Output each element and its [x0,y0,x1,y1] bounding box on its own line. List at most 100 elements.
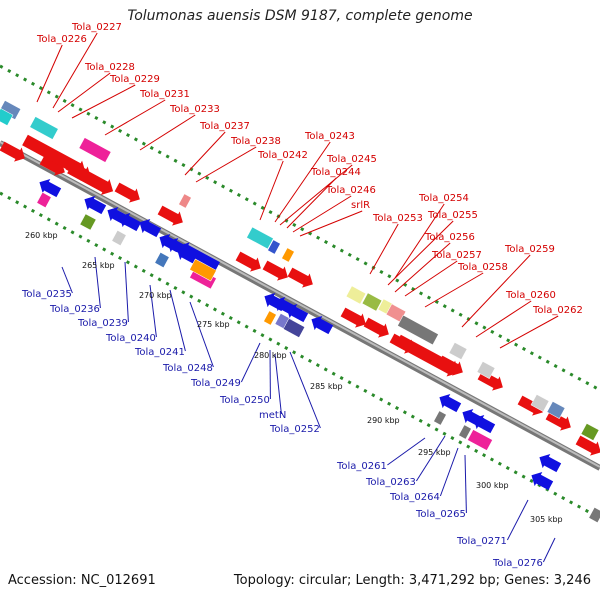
gene-label-forward: Tola_0256 [424,232,475,243]
feature-box [345,285,367,305]
feature-box [281,247,295,263]
label-leader [387,437,426,466]
label-leader [104,99,166,136]
label-leader [394,242,451,293]
gene-label-forward: Tola_0229 [109,74,160,85]
gene-label-reverse: Tola_0265 [415,509,466,520]
gene-label-forward: Tola_0226 [36,34,87,45]
forward-gene-arrow [67,162,114,195]
gene-label-reverse: metN [259,410,286,421]
label-leader [61,266,73,294]
label-leader [52,32,98,109]
gene-label-reverse: Tola_0235 [21,289,72,300]
label-leader [299,210,363,237]
label-leader [439,447,459,497]
label-leader [415,435,446,482]
gc-track-upper [0,64,600,392]
reverse-gene-arrow [139,219,162,238]
feature-box [78,137,112,163]
label-leader [279,164,353,226]
forward-gene-arrow [363,317,389,338]
gene-label-forward: Tola_0254 [418,193,469,204]
genome-backbone-highlight [0,141,600,468]
scale-tick-label: 290 kbp [367,416,400,425]
reverse-gene-arrow [539,454,562,473]
label-leader [189,301,214,368]
gene-label-reverse: Tola_0249 [190,378,241,389]
reverse-gene-arrow [311,316,334,335]
forward-gene-arrow [22,134,86,177]
gene-label-forward: Tola_0258 [457,262,508,273]
label-leader [195,146,257,183]
feature-box [448,342,468,360]
gene-label-reverse: Tola_0241 [134,347,185,358]
label-leader [394,203,445,279]
gene-label-reverse: Tola_0252 [269,424,320,435]
label-leader [139,114,196,151]
feature-box [361,292,383,312]
gene-label-forward: Tola_0231 [139,89,190,100]
label-leader [36,44,63,103]
forward-gene-arrow [287,267,313,288]
forward-gene-arrow [575,435,600,456]
gene-label-reverse: Tola_0263 [365,477,416,488]
gene-label-reverse: Tola_0240 [105,333,156,344]
scale-tick-label: 265 kbp [82,261,115,270]
gene-label-forward: Tola_0228 [84,62,135,73]
label-leader [292,195,352,233]
feature-box [530,394,550,412]
gene-label-forward: Tola_0244 [310,167,361,178]
forward-gene-arrow [0,141,25,162]
scale-tick-label: 275 kbp [197,320,230,329]
label-leader [387,220,454,286]
feature-box [0,108,14,126]
forward-gene-arrow [262,260,288,281]
gene-label-forward: Tola_0233 [169,104,220,115]
label-leader [274,353,282,415]
scale-tick-label: 300 kbp [476,481,509,490]
forward-gene-arrow [39,155,65,176]
feature-box [397,314,439,346]
label-leader [542,537,556,563]
reverse-gene-arrow [531,472,554,491]
feature-box [263,310,277,326]
label-leader [124,261,129,323]
gene-label-forward: Tola_0245 [326,154,377,165]
gene-label-forward: srlR [351,200,370,211]
gene-label-forward: Tola_0262 [532,305,583,316]
label-leader [274,141,331,223]
feature-box [111,230,127,246]
gene-label-reverse: Tola_0250 [219,395,270,406]
label-leader [404,260,458,297]
label-leader-lines [36,32,559,563]
feature-box [189,258,217,282]
gene-label-forward: Tola_0259 [504,244,555,255]
feature-box [246,226,274,250]
gene-label-forward: Tola_0246 [325,185,376,196]
label-leader [57,72,111,113]
scale-tick-label: 280 kbp [254,351,287,360]
feature-box [458,424,472,440]
label-leader [424,272,484,308]
feature-box [282,318,306,338]
gene-label-reverse: Tola_0271 [456,536,507,547]
gene-label-forward: Tola_0255 [427,210,478,221]
scale-tick-label: 260 kbp [25,231,58,240]
label-leader [149,284,157,338]
gene-label-reverse: Tola_0239 [77,318,128,329]
reverse-gene-arrow [439,394,462,413]
feature-box [476,361,496,379]
feature-box [178,193,192,209]
scale-tick-label: 305 kbp [530,515,563,524]
label-leader [259,160,284,221]
gene-label-forward: Tola_0237 [199,121,250,132]
feature-box [29,116,59,140]
accession-text: Accession: NC_012691 [8,573,156,588]
gene-label-forward: Tola_0242 [257,150,308,161]
feature-box [36,192,52,208]
feature-box [267,239,281,255]
label-leader [184,131,226,176]
reverse-gene-arrow [473,415,496,434]
forward-gene-arrow [235,251,261,272]
